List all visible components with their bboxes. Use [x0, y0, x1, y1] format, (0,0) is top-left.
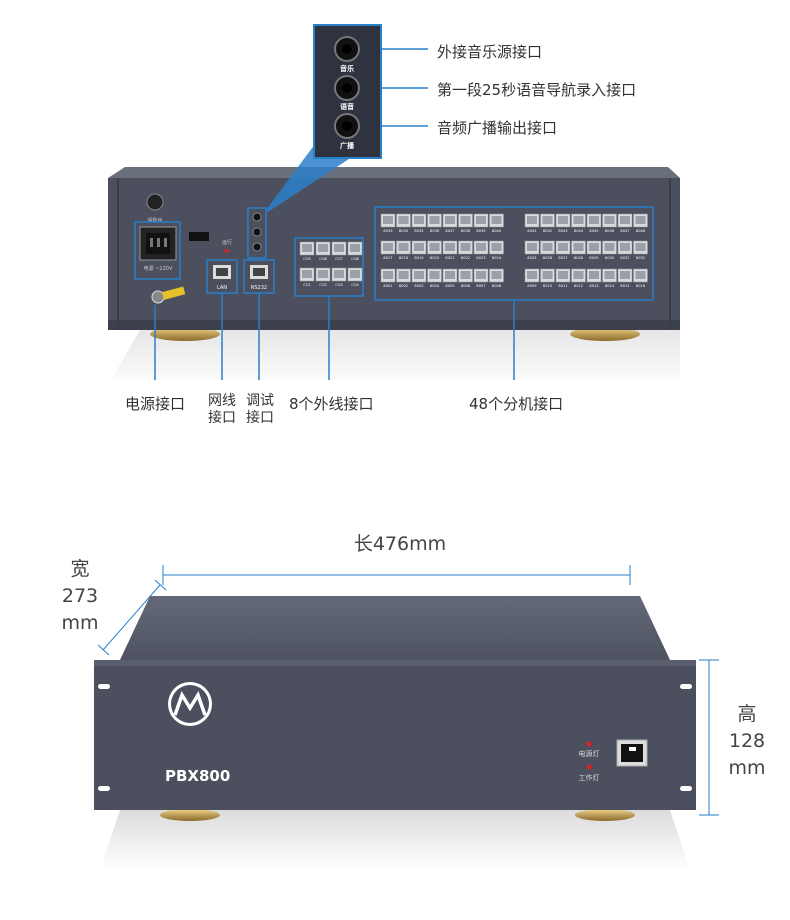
port-label: 8045 [589, 229, 598, 233]
port-label: 8029 [589, 256, 599, 260]
work-led [586, 764, 592, 770]
port-label: 8005 [445, 284, 454, 288]
rack-slot [680, 786, 692, 791]
port-label: 8009 [527, 284, 537, 288]
work-led-label: 工作灯 [579, 773, 600, 782]
port-label: 8017 [383, 256, 392, 260]
port-label: 8012 [574, 284, 583, 288]
port-label: CO8 [351, 257, 359, 261]
port-label: 8015 [620, 284, 629, 288]
front-panel [94, 660, 696, 810]
power-led [586, 741, 592, 747]
port-label: 8010 [543, 284, 553, 288]
run-led-label: 运行 [222, 239, 232, 246]
width-dimension: 宽 273 mm [61, 558, 99, 634]
rack-slot [680, 684, 692, 689]
label-power-port: 电源接口 [125, 395, 186, 413]
fuse-knob [146, 193, 164, 211]
port-label: 8024 [492, 256, 502, 260]
port-label: 8028 [574, 256, 584, 260]
label-ext-ports: 48个分机接口 [469, 395, 564, 413]
port-label: 8047 [620, 229, 629, 233]
rack-slot [98, 786, 110, 791]
port-label: 8021 [445, 256, 454, 260]
port-label: 8041 [527, 229, 536, 233]
port-label: 8033 [383, 229, 392, 233]
port-label: 8016 [636, 284, 646, 288]
port-label: CO6 [319, 257, 327, 261]
port-label: 8036 [430, 229, 440, 233]
length-dimension: 长476mm [353, 533, 447, 555]
label-network-port: 网线接口 [208, 393, 236, 426]
port-label: 8023 [476, 256, 485, 260]
front-view-illustration: PBX800 电源灯 工作灯 [94, 565, 719, 870]
label-debug-port: 调试接口 [246, 393, 274, 426]
port-label: 8040 [492, 229, 502, 233]
extension-ports: 8033 8034 8035 8036 8037 8038 8039 8040 8017 8018… [380, 213, 648, 288]
port-label: 8001 [383, 284, 392, 288]
port-label: 8027 [558, 256, 567, 260]
foot [570, 327, 640, 341]
port-label: 8011 [558, 284, 567, 288]
lan-label: LAN [217, 285, 227, 291]
jack-label-music: 音乐 [340, 64, 354, 73]
callout-music-source: 外接音乐源接口 [437, 43, 543, 61]
rack-slot [98, 684, 110, 689]
jack-label-broadcast: 广播 [340, 141, 355, 150]
port-label: 8037 [445, 229, 454, 233]
rs232-label: RS232 [251, 285, 267, 291]
port-label: 8025 [527, 256, 536, 260]
port-label: 8048 [636, 229, 646, 233]
power-highlight-box [134, 221, 181, 280]
port-label: 8014 [605, 284, 615, 288]
port-label: 8008 [492, 284, 502, 288]
power-socket-label: 电源 ~220V [144, 265, 173, 272]
port-label: 8004 [430, 284, 440, 288]
port-label: 8003 [414, 284, 423, 288]
port-label: 8042 [543, 229, 552, 233]
model-name: PBX800 [165, 767, 230, 785]
port-label: 8030 [605, 256, 615, 260]
port-label: 8019 [414, 256, 424, 260]
port-label: 8034 [399, 229, 409, 233]
port-label: 8007 [476, 284, 485, 288]
port-label: 8020 [430, 256, 440, 260]
audio-jacks-highlight-box [247, 207, 267, 259]
port-label: CO5 [303, 257, 311, 261]
jack-label-voice: 语音 [340, 102, 354, 111]
port-label: 8046 [605, 229, 615, 233]
port-label: CO3 [335, 283, 343, 287]
callout-broadcast: 音频广播输出接口 [437, 119, 558, 137]
port-label: CO1 [303, 283, 311, 287]
port-label: CO7 [335, 257, 343, 261]
port-label: 8032 [636, 256, 645, 260]
port-label: 8018 [399, 256, 409, 260]
port-label: 8039 [476, 229, 486, 233]
port-label: 8035 [414, 229, 423, 233]
port-label: CO4 [351, 283, 359, 287]
label-co-ports: 8个外线接口 [289, 395, 374, 413]
callout-voice-nav: 第一段25秒语音导航录入接口 [437, 81, 637, 99]
port-label: 8031 [620, 256, 629, 260]
height-dimension: 高 128 mm [728, 703, 766, 779]
power-led-label: 电源灯 [579, 749, 600, 758]
port-label: 8026 [543, 256, 553, 260]
port-label: 8013 [589, 284, 598, 288]
port-label: 8044 [574, 229, 584, 233]
port-label: CO2 [319, 283, 327, 287]
port-label: 8038 [461, 229, 471, 233]
port-label: 8002 [399, 284, 408, 288]
foot [150, 327, 220, 341]
port-label: 8043 [558, 229, 567, 233]
port-label: 8006 [461, 284, 471, 288]
fuse-label: 保险丝 [147, 217, 162, 224]
run-led [225, 249, 229, 253]
port-label: 8022 [461, 256, 470, 260]
